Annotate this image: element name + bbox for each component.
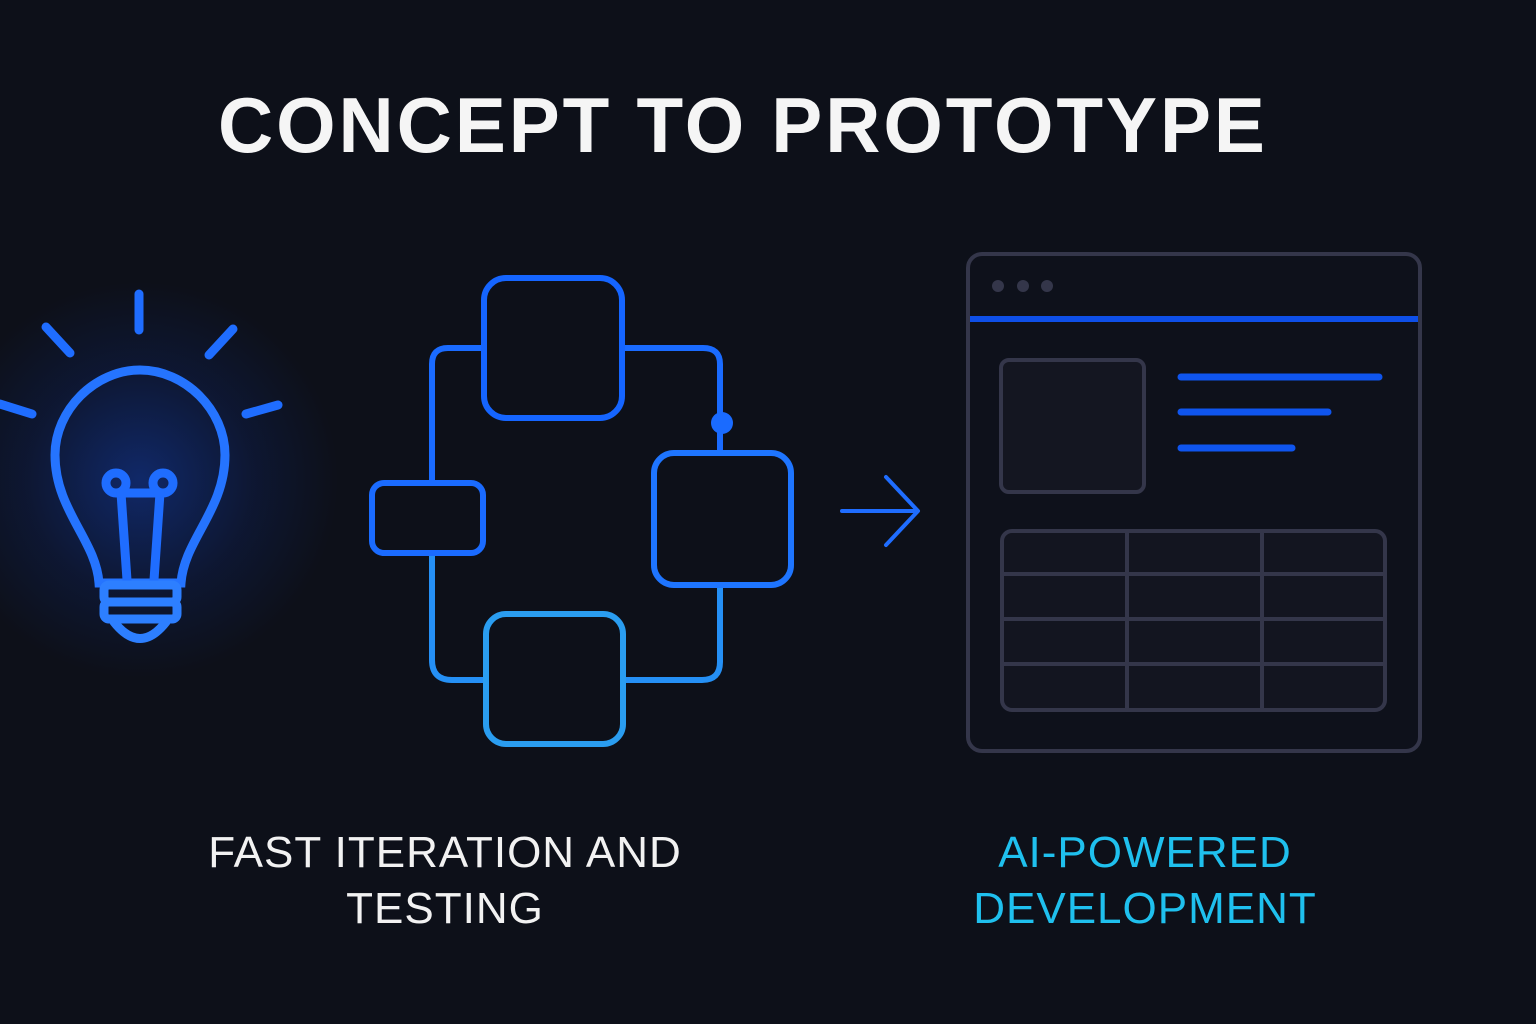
caption-ai-powered: AI-POWERED DEVELOPMENT [920, 825, 1370, 937]
caption-right-line1: AI-POWERED [998, 828, 1292, 877]
app-window-wireframe-icon [966, 252, 1422, 753]
caption-left-line1: FAST ITERATION AND [208, 828, 682, 877]
caption-fast-iteration: FAST ITERATION AND TESTING [170, 825, 720, 937]
caption-left-line2: TESTING [346, 884, 544, 933]
page-title: CONCEPT TO PROTOTYPE [218, 81, 1268, 169]
caption-right-line2: DEVELOPMENT [973, 884, 1317, 933]
flowchart-icon [369, 275, 794, 747]
arrow-right-icon [840, 475, 920, 547]
lightbulb-icon [0, 289, 283, 643]
